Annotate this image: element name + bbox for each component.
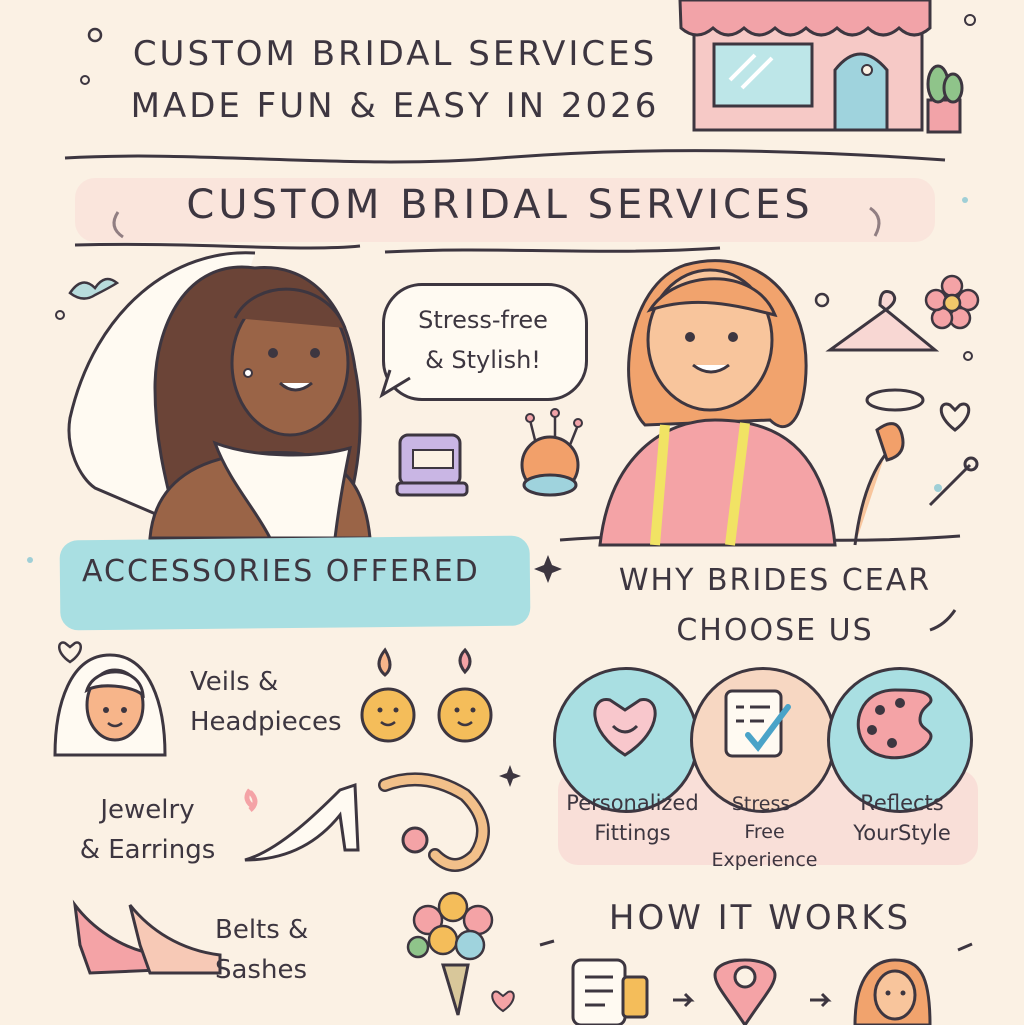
acc-item-2: Jewelry & Earrings [65, 790, 230, 870]
why-title: WHY BRIDES CEAR CHOOSE US [570, 556, 980, 656]
acc-item-1-line2: Headpieces [190, 707, 342, 737]
hanger-icon [825, 290, 940, 352]
why-item-1-line2: Fittings [594, 821, 671, 845]
sewing-machine-icon [395, 433, 469, 497]
needle-icon [928, 456, 979, 507]
heels-icon [72, 899, 222, 975]
section-title: CUSTOM BRIDAL SERVICES [186, 182, 814, 228]
palette-icon [856, 688, 933, 760]
why-title-line1: WHY BRIDES CEAR [618, 563, 932, 598]
why-title-line2: CHOOSE US [676, 613, 874, 648]
speech-bubble-line2: & Stylish! [425, 346, 541, 374]
why-item-2-line3: Experience [711, 849, 818, 871]
acc-item-3-line2: Sashes [215, 955, 308, 985]
bouquet-icon [406, 891, 494, 1016]
header-title-line2: MADE FUN & EASY IN 2026 [130, 86, 660, 126]
why-item-1-line1: Personalized [566, 791, 699, 815]
arrow-icon-2 [810, 992, 832, 1008]
earrings-icon [360, 647, 493, 743]
speech-bubble-tail [379, 369, 411, 399]
accessories-title: ACCESSORIES OFFERED [82, 554, 480, 589]
bride-illustration [67, 251, 372, 540]
header-title-line1: CUSTOM BRIDAL SERVICES [132, 34, 658, 74]
shoe-icon [244, 782, 360, 862]
why-item-3-line2: YourStyle [853, 821, 951, 845]
how-steps [571, 958, 932, 1025]
veil-icon [53, 653, 167, 757]
why-item-2: Stress- Free Experience [692, 790, 837, 874]
speech-bubble-text: Stress-free & Stylish! [388, 300, 578, 380]
bride-icon [853, 958, 932, 1025]
why-item-3-line1: Reflects [860, 791, 944, 815]
speech-bubble-line1: Stress-free [418, 306, 548, 334]
seamstress-illustration [520, 259, 905, 547]
acc-item-3: Belts & Sashes [215, 910, 308, 990]
heart-doodle-icon [939, 402, 971, 432]
bird-doodle-icon [68, 277, 120, 300]
heart-doodle-left-icon [58, 641, 82, 664]
acc-item-1-line1: Veils & [190, 667, 279, 697]
acc-item-2-line2: & Earrings [79, 835, 216, 865]
why-item-2-line1: Stress- [731, 793, 798, 815]
location-pin-icon [713, 958, 777, 1025]
why-circle-1 [553, 667, 699, 813]
acc-item-3-line1: Belts & [215, 915, 309, 945]
checklist-icon [724, 689, 791, 758]
belt-icon [378, 772, 490, 872]
flower-icon [924, 274, 980, 330]
heart-small-icon [491, 990, 515, 1013]
arrow-icon [673, 992, 695, 1008]
heart-icon [593, 698, 657, 757]
tape-icon [865, 388, 925, 412]
why-item-2-line2: Free [744, 821, 785, 843]
why-item-3: Reflects YourStyle [832, 788, 972, 848]
why-item-1: Personalized Fittings [560, 788, 705, 848]
acc-item-2-line1: Jewelry [100, 795, 195, 825]
header-title: CUSTOM BRIDAL SERVICES MADE FUN & EASY I… [95, 28, 695, 132]
phone-icon [571, 958, 649, 1025]
speech-bubble [382, 283, 588, 401]
shop-icon [678, 0, 964, 134]
how-title: HOW IT WORKS [608, 898, 912, 938]
acc-item-1: Veils & Headpieces [190, 662, 342, 742]
